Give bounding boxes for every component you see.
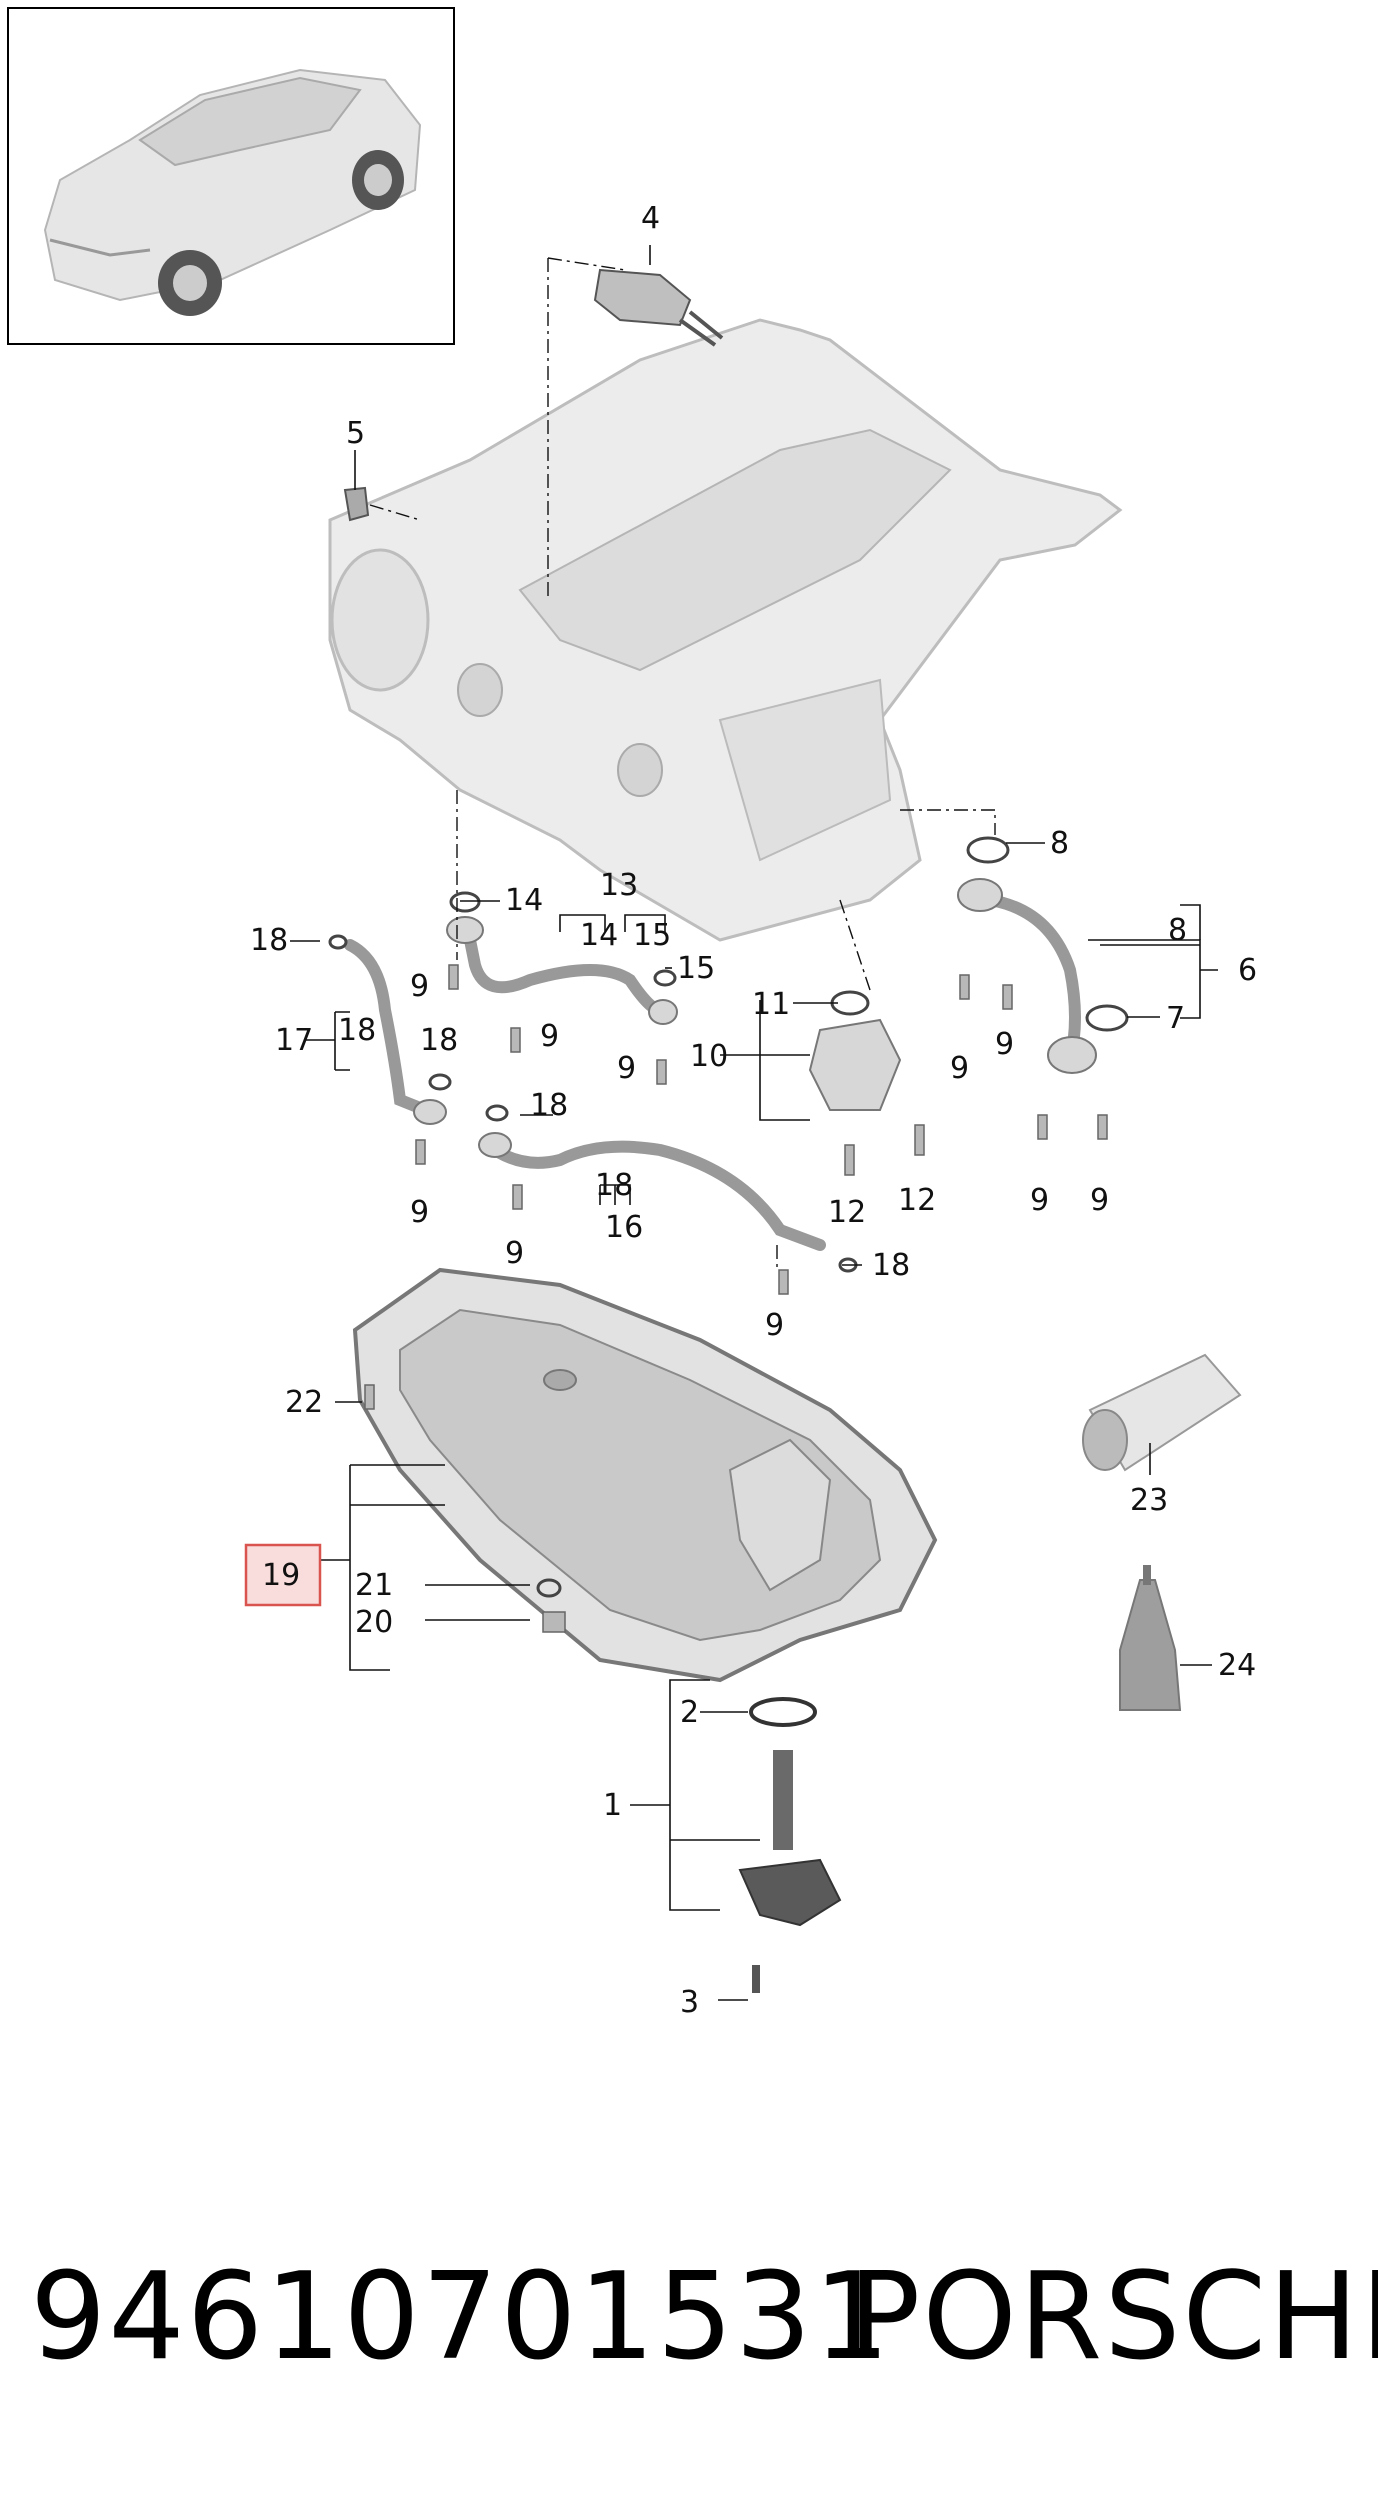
pipe-flanges — [413, 878, 1097, 1158]
sensor-and-clip — [343, 268, 724, 522]
callout-8b: 8 — [1168, 913, 1187, 948]
callout-5: 5 — [346, 416, 365, 451]
callout-21: 21 — [355, 1568, 393, 1603]
callout-23: 23 — [1130, 1483, 1168, 1518]
callout-labels: 4 5 8 13 14 8 14 15 18 6 9 15 17 18 11 7… — [250, 201, 1257, 2020]
dash-dot-center-lines — [369, 257, 996, 1270]
callout-2: 2 — [680, 1695, 699, 1730]
callout-13: 13 — [600, 868, 638, 903]
callout-9b: 9 — [540, 1019, 559, 1054]
oil-level-sensor — [738, 1697, 842, 1993]
callout-15a: 15 — [633, 918, 671, 953]
callout-12b: 12 — [898, 1183, 936, 1218]
sealant-tube — [1082, 1353, 1242, 1472]
callout-8a: 8 — [1050, 826, 1069, 861]
callout-9g: 9 — [1030, 1183, 1049, 1218]
callout-18f: 18 — [872, 1248, 910, 1283]
callout-17: 17 — [275, 1023, 313, 1058]
callout-14a: 14 — [505, 883, 543, 918]
adhesive-bottle — [1119, 1565, 1182, 1711]
callout-16: 16 — [605, 1210, 643, 1245]
callout-11: 11 — [752, 987, 790, 1022]
callout-24: 24 — [1218, 1648, 1256, 1683]
callout-18a: 18 — [250, 923, 288, 958]
callout-14b: 14 — [580, 918, 618, 953]
callout-12a: 12 — [828, 1195, 866, 1230]
callout-9e: 9 — [950, 1051, 969, 1086]
callout-9i: 9 — [505, 1236, 524, 1271]
callout-18e: 18 — [595, 1168, 633, 1203]
brand-caption: PORSCHE — [848, 2248, 1378, 2387]
callout-9j: 9 — [765, 1308, 784, 1343]
callout-15b: 15 — [677, 951, 715, 986]
upper-oil-sump — [328, 318, 1123, 942]
callout-6: 6 — [1238, 953, 1257, 988]
callout-9f: 9 — [410, 1195, 429, 1230]
callout-19: 19 — [262, 1558, 300, 1593]
callout-10: 10 — [690, 1039, 728, 1074]
callout-9d: 9 — [617, 1051, 636, 1086]
vehicle-thumbnail — [7, 7, 455, 345]
callout-18c: 18 — [420, 1023, 458, 1058]
hardware-bolts — [364, 964, 1108, 1633]
leader-lines — [290, 245, 1218, 2001]
callout-7: 7 — [1166, 1001, 1185, 1036]
oil-pipes — [344, 894, 1081, 1251]
callout-9c: 9 — [995, 1027, 1014, 1062]
callout-9h: 9 — [1090, 1183, 1109, 1218]
callout-18d: 18 — [530, 1088, 568, 1123]
part-number-caption: 94610701531 — [30, 2248, 892, 2387]
highlight-box-19 — [244, 1543, 322, 1607]
callout-20: 20 — [355, 1605, 393, 1640]
callout-4: 4 — [641, 201, 660, 236]
lower-oil-pan — [352, 1267, 938, 1683]
callout-1: 1 — [603, 1788, 622, 1823]
callout-18b: 18 — [338, 1013, 376, 1048]
callout-22: 22 — [285, 1385, 323, 1420]
callout-3: 3 — [680, 1985, 699, 2020]
callout-9a: 9 — [410, 969, 429, 1004]
